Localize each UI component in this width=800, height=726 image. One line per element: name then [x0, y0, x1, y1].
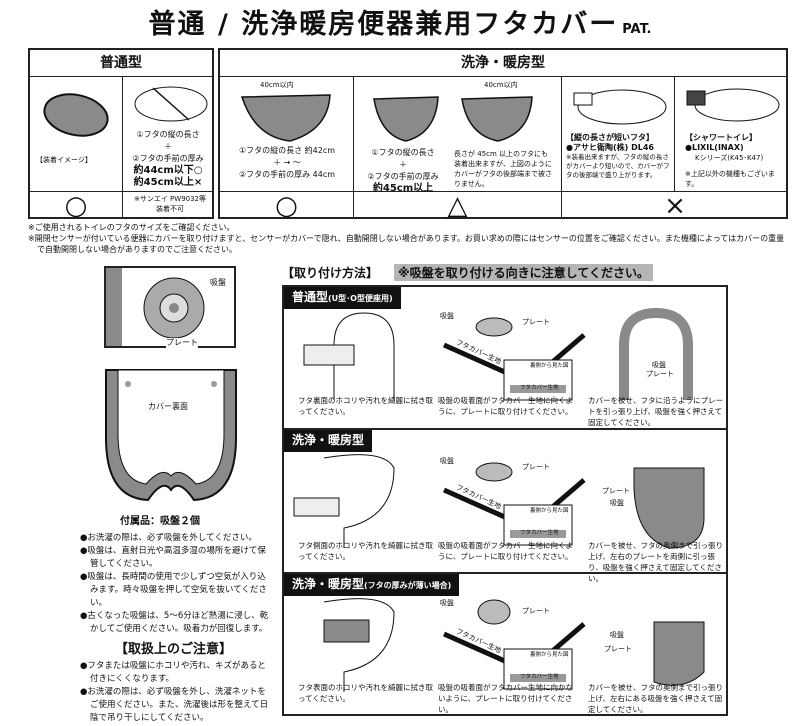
measure-cell: ①フタの縦の長さ ＋ ②フタの手前の厚み 約44cm以下○ 約45cm以上× — [123, 77, 214, 192]
suction-bullets: ●お洗濯の際は、必ず吸盤を外してください。 ●吸盤は、直射日光や高温多湿の場所を… — [80, 533, 269, 634]
wash-col2: 40cm以内 ①フタの縦の長さ ＋ ②フタの手前の厚み 約45cm以上 長さが … — [354, 77, 562, 194]
short-lid-illustration — [573, 89, 667, 125]
install-section-normal: 普通型(U型･O型便座用) 吸盤 プレート フタカバー生地 裏側から見た図 フタ… — [282, 285, 728, 430]
cover-back-illustration — [105, 369, 237, 502]
wash-col4: 【シャワートイレ】 ●LIXIL(INAX) Kシリーズ(K45･K47) ※上… — [675, 77, 788, 192]
shower-toilet-illustration — [686, 88, 780, 122]
wash-col1: 40cm以内 ①フタの縦の長さ 約42cm ＋ → 〜 ②フタの手前の厚み 44… — [220, 77, 354, 192]
normal-type-table: 普通型 【装着イメージ】 ①フタの縦の長さ ＋ ②フタの手前の厚み 約44cm以… — [28, 48, 214, 220]
result-ok: ○ — [220, 192, 354, 220]
wash-header: 洗浄・暖房型 — [220, 50, 786, 77]
patent-mark: PAT. — [622, 22, 652, 37]
care-title: 【取扱上のご注意】 — [115, 642, 233, 657]
notes: ※ご使用されるトイレのフタのサイズをご確認ください。 ※開閉センサーが付いている… — [28, 223, 785, 254]
install-section-wash: 洗浄・暖房型 吸盤 プレート フタカバー生地 裏側から見た図 フタカバー生地 プ… — [282, 428, 728, 583]
image-cell: 【装着イメージ】 — [30, 77, 123, 192]
result-triangle: △ — [354, 192, 562, 220]
wash-steps-illustration — [293, 454, 705, 549]
accessory-label: 付属品：吸盤２個 — [120, 516, 200, 527]
wash-col3: 【縦の長さが短いフタ】 ●アサヒ衛陶(株) DL46 ※装着出来ますが、フタの縦… — [562, 77, 675, 192]
wash-thin-steps-illustration — [323, 598, 705, 692]
result-ok: ○ — [30, 192, 123, 220]
normal-steps-illustration — [303, 307, 693, 401]
install-heading: 【取り付け方法】 — [282, 266, 379, 280]
lid-42cm-illustration — [240, 94, 331, 142]
lid-45cm-illustration — [373, 96, 533, 142]
suction-closeup: 吸盤 プレート — [104, 266, 236, 348]
lid-illustration — [43, 93, 109, 137]
install-warning: ※吸盤を取り付ける向きに注意してください。 — [394, 264, 653, 281]
suction-cup-icon — [143, 277, 205, 339]
install-section-wash-thin: 洗浄・暖房型(フタの厚みが薄い場合) 吸盤 プレート フタカバー生地 裏側から見… — [282, 572, 728, 716]
lid-measure-illustration — [134, 86, 208, 122]
care-bullets: ●フタまたは吸盤にホコリや汚れ、キズがあると付きにくくなります。 ●お洗濯の際は… — [80, 661, 269, 723]
wash-type-table: 洗浄・暖房型 40cm以内 ①フタの縦の長さ 約42cm ＋ → 〜 ②フタの手… — [218, 48, 788, 221]
result-ng: × — [664, 191, 686, 221]
normal-header: 普通型 — [30, 50, 212, 77]
